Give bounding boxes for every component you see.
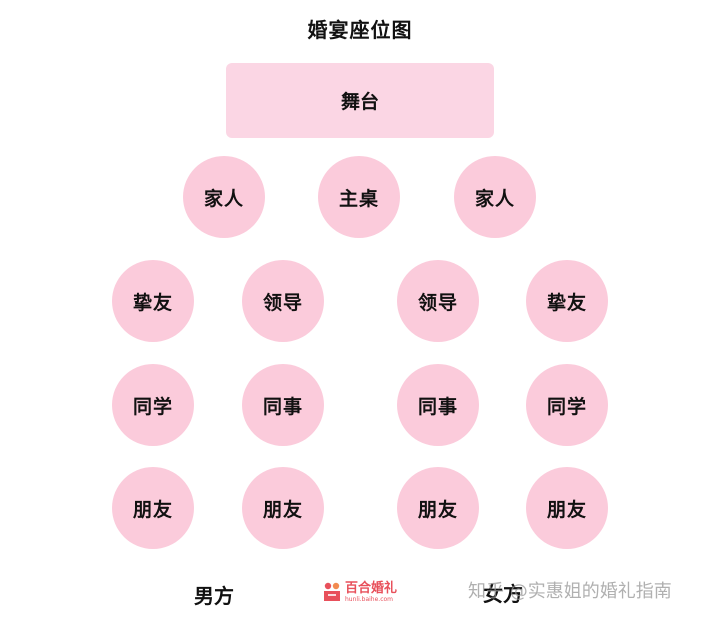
table-friends-1: 朋友 [112, 467, 194, 549]
baihe-logo: 百合婚礼 hunli.baihe.com [322, 578, 402, 606]
table-classmates-right: 同学 [526, 364, 608, 446]
table-main: 主桌 [318, 156, 400, 238]
table-friends-3: 朋友 [397, 467, 479, 549]
table-leaders-left: 领导 [242, 260, 324, 342]
table-friends-2: 朋友 [242, 467, 324, 549]
table-friends-4: 朋友 [526, 467, 608, 549]
table-classmates-left: 同学 [112, 364, 194, 446]
table-close-friends-right: 挚友 [526, 260, 608, 342]
logo-name: 百合婚礼 [345, 580, 398, 596]
table-family-right: 家人 [454, 156, 536, 238]
watermark: 知乎 @实惠姐的婚礼指南 [468, 581, 672, 602]
table-colleagues-right: 同事 [397, 364, 479, 446]
table-leaders-right: 领导 [397, 260, 479, 342]
page-title: 婚宴座位图 [307, 18, 413, 42]
baihe-logo-icon [324, 582, 340, 601]
bride-side-label: 女方 [483, 582, 523, 606]
groom-side-label: 男方 [194, 584, 234, 608]
stage: 舞台 [226, 63, 494, 138]
table-close-friends-left: 挚友 [112, 260, 194, 342]
table-family-left: 家人 [183, 156, 265, 238]
logo-url: hunli.baihe.com [345, 595, 394, 603]
table-colleagues-left: 同事 [242, 364, 324, 446]
